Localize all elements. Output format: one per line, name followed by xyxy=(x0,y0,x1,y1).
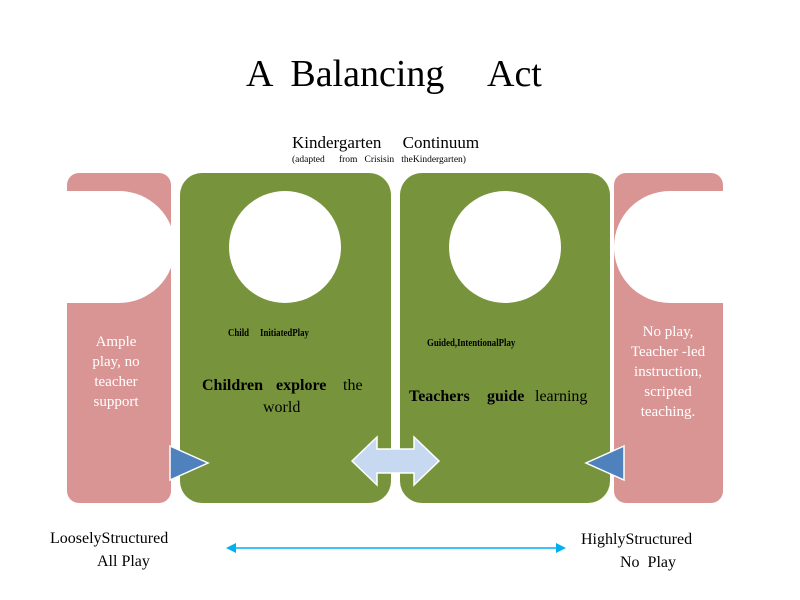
left-pink-line: Ample xyxy=(95,334,137,350)
left-green-line1-b: explore xyxy=(276,377,327,394)
left-pink-circle xyxy=(67,191,175,303)
bottom-left-line2: All Play xyxy=(97,553,150,570)
title-part-1: A Balancing xyxy=(246,53,445,95)
right-pink-line: instruction, xyxy=(634,364,702,380)
right-blue-triangle xyxy=(584,444,625,482)
right-green-small-label: Guided,IntentionalPlay xyxy=(427,337,516,349)
right-green-line1-b: guide xyxy=(487,388,525,405)
source-note: (adapted from Crisisin theKindergarten) xyxy=(292,155,466,165)
left-green-line2: world xyxy=(263,399,301,416)
left-pink-line: support xyxy=(93,394,139,410)
bottom-line-arrow xyxy=(226,543,566,553)
left-blue-triangle xyxy=(169,444,210,482)
title-part-2: Act xyxy=(487,53,542,95)
right-pink-line: teaching. xyxy=(640,404,696,420)
double-arrow xyxy=(350,435,441,487)
right-green-line1-a: Teachers xyxy=(409,388,470,405)
right-green-circle xyxy=(449,191,561,303)
left-pink-line: play, no xyxy=(92,354,140,370)
right-pink-circle xyxy=(614,191,723,303)
right-pink-line: No play, xyxy=(642,324,694,340)
left-green-line1-a: Children xyxy=(202,377,264,394)
right-pink-line: Teacher -led xyxy=(630,344,706,360)
left-pink-line: teacher xyxy=(94,374,138,390)
page-title: A Balancing Act xyxy=(0,52,800,102)
bottom-left-line1: LooselyStructured xyxy=(50,530,169,547)
left-green-line1-c: the xyxy=(343,377,363,394)
subtitle: Kindergarten Continuum xyxy=(292,133,480,152)
bottom-right-line1: HighlyStructured xyxy=(581,531,693,548)
right-green-line1-c: learning xyxy=(535,388,588,405)
left-green-circle xyxy=(229,191,341,303)
bottom-right-line2: No Play xyxy=(620,554,676,571)
left-pink-text: Ample play, no teacher support xyxy=(70,332,162,412)
left-green-small-label: Child InitiatedPlay xyxy=(228,327,309,339)
right-pink-line: scripted xyxy=(644,384,692,400)
right-pink-text: No play, Teacher -led instruction, scrip… xyxy=(618,322,718,422)
